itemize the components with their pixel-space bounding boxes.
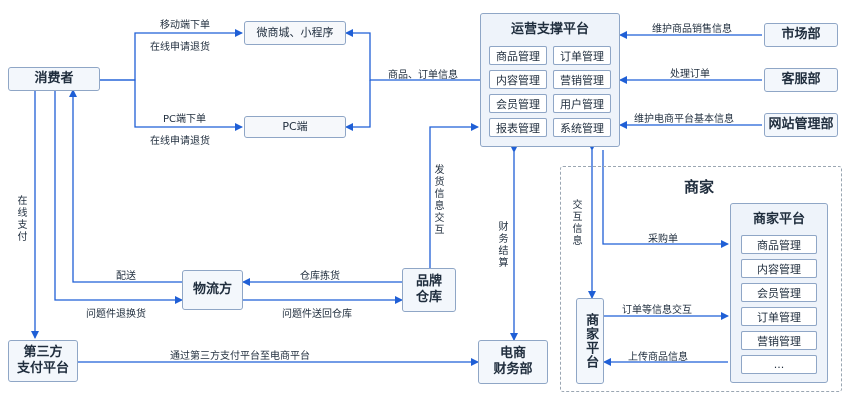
merchant-platform-small[interactable]: 商家平台 (576, 298, 604, 384)
edge-consumer-pc (100, 79, 243, 131)
label-online-pay: 在线支付 (17, 196, 28, 243)
label-warehouse-pick: 仓库拣货 (300, 271, 340, 282)
ops-cell-product[interactable]: 商品管理 (489, 46, 547, 65)
ops-cell-member[interactable]: 会员管理 (489, 94, 547, 113)
edge-ops-wechat (345, 29, 480, 81)
label-via-third-pay: 通过第三方支付平台至电商平台 (170, 351, 310, 362)
service-node[interactable]: 客服部 (764, 68, 838, 92)
pc-node[interactable]: PC端 (244, 116, 346, 138)
finance-node[interactable]: 电商 财务部 (478, 340, 548, 384)
wechat-node[interactable]: 微商城、小程序 (244, 21, 346, 45)
ops-cell-report[interactable]: 报表管理 (489, 118, 547, 137)
label-interact-info: 交互信息 (572, 200, 583, 247)
ops-cell-content[interactable]: 内容管理 (489, 70, 547, 89)
logistics-node[interactable]: 物流方 (182, 270, 243, 310)
merchant-cell-content[interactable]: 内容管理 (741, 259, 817, 278)
label-pc-order: PC端下单 (163, 114, 207, 125)
ops-cell-user[interactable]: 用户管理 (553, 94, 611, 113)
label-ship-info: 发货信息交互 (434, 165, 445, 236)
merchant-platform-small-label: 商家平台 (583, 313, 599, 369)
label-delivery: 配送 (116, 271, 136, 282)
ops-cell-system[interactable]: 系统管理 (553, 118, 611, 137)
third-pay-node[interactable]: 第三方 支付平台 (8, 340, 78, 382)
label-product-order-info: 商品、订单信息 (388, 70, 458, 81)
merchant-cell-member[interactable]: 会员管理 (741, 283, 817, 302)
label-online-refund-1: 在线申请退货 (150, 42, 210, 53)
label-mobile-order: 移动端下单 (160, 20, 210, 31)
label-handle-order: 处理订单 (670, 69, 710, 80)
label-maintain-sales: 维护商品销售信息 (652, 24, 732, 35)
consumer-node[interactable]: 消费者 (8, 67, 100, 91)
warehouse-node[interactable]: 品牌 仓库 (402, 268, 456, 312)
label-upload-product: 上传商品信息 (628, 352, 688, 363)
edge-consumer-logistics (54, 90, 183, 304)
label-problem-exchange: 问题件退换货 (86, 309, 146, 320)
edge-purchase (602, 150, 729, 248)
market-node[interactable]: 市场部 (764, 23, 838, 47)
label-problem-return: 问题件送回仓库 (282, 309, 352, 320)
label-order-interact: 订单等信息交互 (622, 305, 692, 316)
ops-cell-marketing[interactable]: 营销管理 (553, 70, 611, 89)
merchant-cell-more[interactable]: ... (741, 355, 817, 374)
merchant-group-title: 商家 (684, 178, 715, 196)
label-online-refund-2: 在线申请退货 (150, 136, 210, 147)
edge-warehouse-ops (429, 123, 479, 268)
ops-platform-title: 运营支撑平台 (510, 22, 589, 37)
merchant-cell-order[interactable]: 订单管理 (741, 307, 817, 326)
merchant-cell-product[interactable]: 商品管理 (741, 235, 817, 254)
merchant-cell-marketing[interactable]: 营销管理 (741, 331, 817, 350)
label-finance-settle: 财务结算 (498, 222, 509, 269)
merchant-group (560, 166, 842, 392)
edge-logistics-consumer (69, 89, 182, 283)
label-purchase: 采购单 (648, 234, 678, 245)
web-admin-node[interactable]: 网站管理部 (764, 113, 838, 137)
label-maintain-basic: 维护电商平台基本信息 (634, 114, 734, 125)
ops-cell-order[interactable]: 订单管理 (553, 46, 611, 65)
edge-ops-pc (345, 80, 371, 131)
merchant-platform-title: 商家平台 (752, 212, 805, 227)
